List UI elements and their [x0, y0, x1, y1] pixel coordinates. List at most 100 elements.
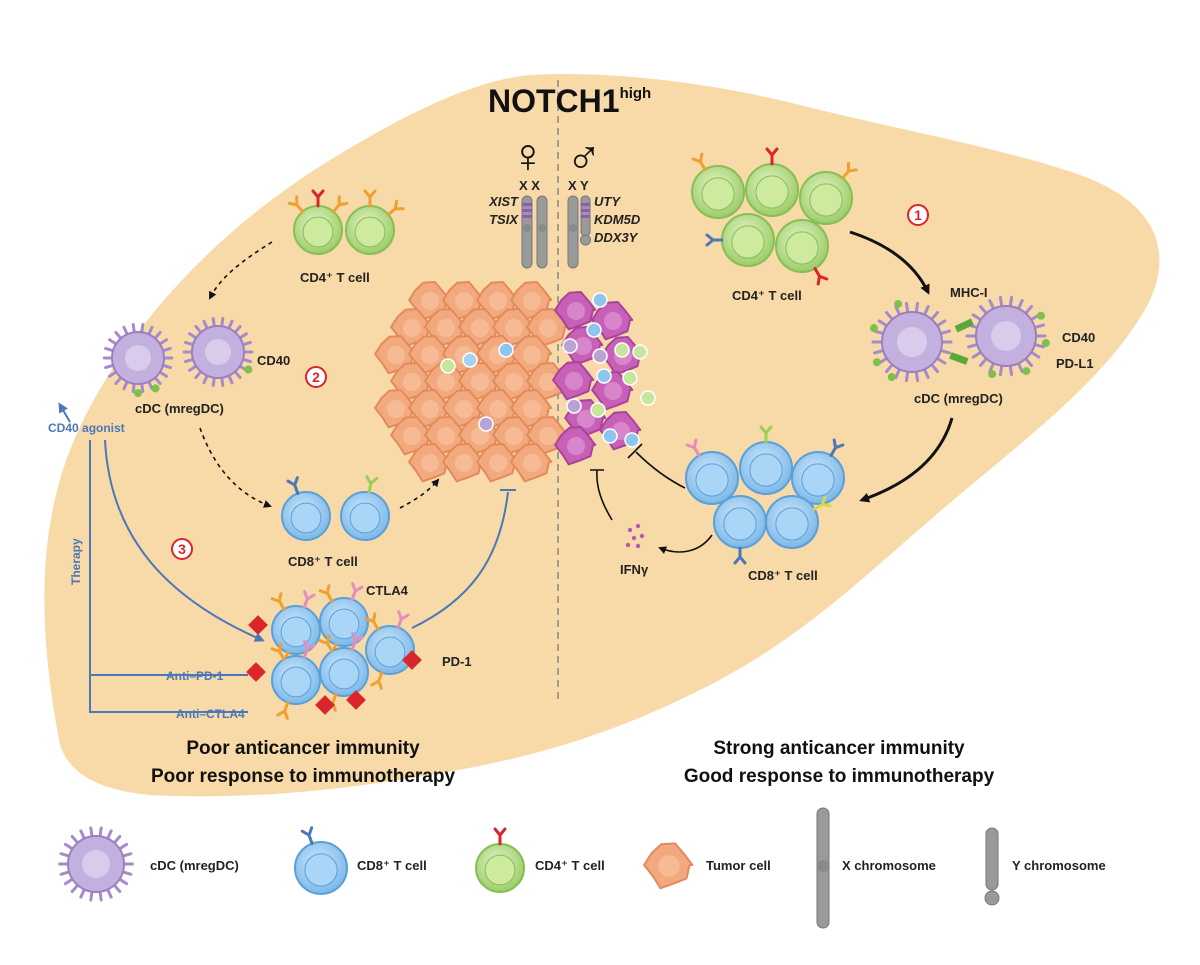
cd8-t-cell [270, 590, 321, 670]
receptor [829, 438, 845, 457]
cdc-cell [102, 323, 174, 398]
cd4-t-cell [475, 827, 525, 893]
legend-cd8-t-cell-icon [294, 826, 348, 895]
immune-cell-in-tumor [590, 402, 606, 418]
receptor [302, 640, 316, 659]
cd4-t-cell [287, 189, 349, 255]
legend-y-chromosome-icon [984, 827, 1000, 906]
legend: cDC (mregDC) CD8⁺ T cell CD4⁺ T cell Tum… [58, 807, 1106, 929]
male-x-chromosome [567, 195, 579, 269]
tumor-cell [476, 443, 519, 483]
ifng-label: IFNγ [620, 562, 649, 577]
legend-cdc-icon [58, 826, 134, 902]
male-caption-line-1: Strong anticancer immunity [713, 738, 965, 759]
tumor-cell [408, 443, 451, 483]
ctla4-label: CTLA4 [366, 583, 409, 598]
step-1-marker [907, 204, 929, 226]
cd8-t-cell [270, 640, 321, 720]
ifng-dot [627, 527, 633, 533]
receptor [765, 147, 779, 166]
tumor-cell [510, 443, 553, 483]
step-2-label: 2 [312, 369, 320, 385]
male-cd4-label: CD4⁺ T cell [732, 288, 802, 303]
female-cd40-label: CD40 [257, 353, 290, 368]
ifng-dot [639, 533, 645, 539]
legend-cdc-label: cDC (mregDC) [150, 858, 239, 873]
immune-cell-in-tumor [586, 322, 602, 338]
receptor [318, 584, 334, 603]
female-exhausted-cd8-cluster [246, 582, 422, 720]
arrow-cd8-to-ifng [658, 534, 713, 554]
immune-cell-in-tumor [462, 352, 478, 368]
legend-tumor-cell-icon [643, 842, 694, 890]
arrow-male-cd4-to-cdc [849, 230, 930, 295]
tumor-mass-female [374, 281, 569, 483]
tumor-cell [554, 291, 597, 331]
immune-cell-in-tumor [562, 338, 578, 354]
female-cd8-t-cells [281, 475, 390, 541]
male-chromosome-letters: X Y [568, 178, 589, 193]
female-chromosome-letters: X X [519, 178, 540, 193]
receptor [350, 632, 364, 651]
immune-cell-in-tumor [632, 344, 648, 360]
receptor [318, 634, 334, 653]
female-x-chromosome-2 [536, 195, 548, 269]
receptor [733, 546, 747, 565]
immune-cell-in-tumor [566, 398, 582, 414]
receptor [396, 610, 410, 629]
receptor [311, 189, 325, 208]
immune-cell-in-tumor [440, 358, 456, 374]
female-caption-line-1: Poor anticancer immunity [186, 738, 420, 759]
therapy-bracket [89, 440, 248, 713]
gene-tsix: TSIX [489, 212, 519, 227]
cd4-t-cell [691, 152, 745, 219]
receptor [841, 161, 858, 180]
ifng-dot [631, 535, 637, 541]
immune-cell-in-tumor [622, 370, 638, 386]
legend-cd4-t-cell-icon [475, 827, 525, 893]
male-cdc-cells [869, 295, 1050, 383]
arrow-agonist-to-cdc [58, 402, 71, 423]
cd8-t-cell [281, 476, 331, 541]
ifng-molecules [625, 523, 645, 549]
male-cd4-t-cells [691, 147, 858, 286]
inhibit-ifng-to-tumor [590, 469, 613, 521]
cdc-cell [58, 826, 134, 902]
ifng-dot [635, 523, 641, 529]
immune-cell-in-tumor [592, 348, 608, 364]
male-caption-line-2: Good response to immunotherapy [684, 766, 995, 787]
male-cd40-label: CD40 [1062, 330, 1095, 345]
cdc-cell [869, 299, 953, 383]
male-y-chromosome [580, 195, 591, 246]
tumor-cell [643, 842, 694, 890]
cd4-t-cell [345, 189, 405, 255]
receptor [302, 590, 316, 609]
cd4-t-cell [745, 147, 799, 217]
title-superscript: high [620, 85, 652, 102]
anti-pd1-label: Anti–PD-1 [166, 669, 224, 683]
cd8-t-cell [765, 495, 832, 549]
arrow-male-cdc-to-cd8 [859, 417, 954, 503]
receptor [287, 195, 305, 214]
step-3-marker [171, 538, 193, 560]
receptor [370, 671, 384, 690]
legend-x-chromosome-label: X chromosome [842, 858, 936, 873]
cd4-t-cell [775, 219, 829, 286]
receptor [691, 152, 707, 171]
antibody [402, 650, 422, 670]
immune-cell-in-tumor [602, 428, 618, 444]
immune-cell-in-tumor [596, 368, 612, 384]
cd8-t-cell [340, 475, 390, 541]
receptor [813, 267, 829, 286]
cd8-t-cell [739, 425, 793, 495]
pdl1-label: PD-L1 [1056, 356, 1094, 371]
receptor [365, 475, 379, 494]
receptor [364, 612, 380, 631]
cd8-t-cell [318, 582, 369, 662]
gene-uty: UTY [594, 194, 621, 209]
cd8-t-cell [364, 610, 415, 690]
legend-x-chromosome-icon [816, 807, 830, 929]
legend-tumor-label: Tumor cell [706, 858, 771, 873]
receptor [270, 642, 286, 661]
